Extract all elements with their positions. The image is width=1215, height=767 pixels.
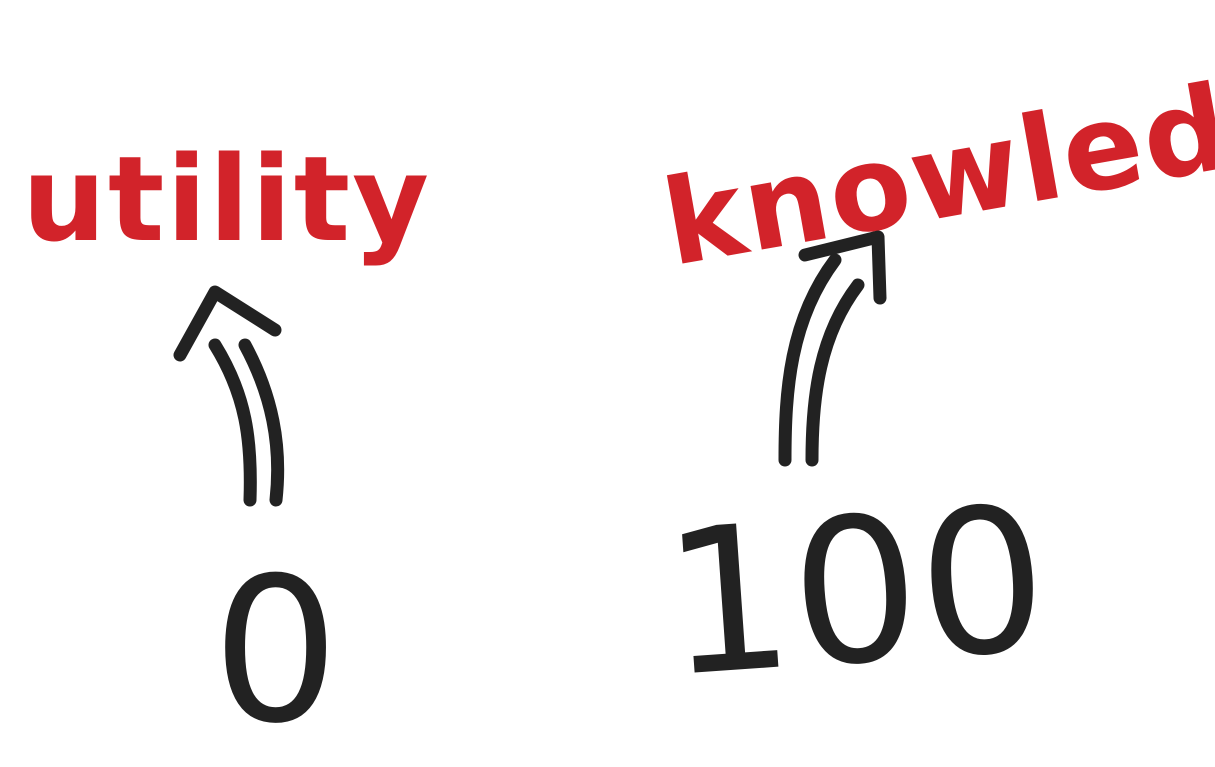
- hundred-value: 100: [657, 463, 1054, 722]
- right-group: knowledge 100: [654, 28, 1215, 722]
- knowledge-label: knowledge: [654, 28, 1215, 292]
- left-group: utility 0: [22, 130, 431, 767]
- zero-value: 0: [212, 535, 339, 767]
- utility-label: utility: [22, 130, 431, 268]
- right-arrow-icon: [778, 230, 887, 467]
- left-arrow-icon: [173, 285, 285, 507]
